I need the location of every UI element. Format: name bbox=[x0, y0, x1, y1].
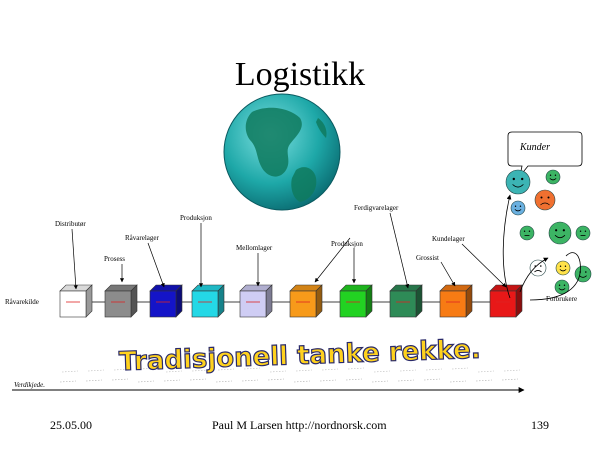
footer-date: 25.05.00 bbox=[50, 418, 92, 432]
dotted-trace bbox=[503, 369, 521, 372]
happy-face-icon bbox=[510, 200, 526, 216]
pointer-arrow bbox=[389, 212, 410, 289]
dotted-trace bbox=[477, 370, 495, 373]
chain-cube bbox=[489, 284, 523, 318]
dotted-trace bbox=[423, 378, 441, 381]
chain-cube bbox=[389, 284, 423, 318]
feedback-arrow-right bbox=[519, 257, 549, 293]
dotted-trace bbox=[451, 367, 469, 370]
chain-cube bbox=[104, 284, 138, 318]
dotted-trace bbox=[111, 378, 129, 381]
dotted-trace bbox=[113, 368, 131, 371]
dotted-trace bbox=[165, 370, 183, 373]
dotted-trace bbox=[347, 367, 365, 370]
dotted-trace bbox=[371, 380, 389, 383]
dotted-trace bbox=[87, 369, 105, 372]
customers-speech-bubble: Kunder bbox=[507, 131, 583, 177]
happy-face-icon bbox=[505, 169, 531, 195]
footer-page: 139 bbox=[531, 418, 549, 432]
dotted-trace bbox=[373, 370, 391, 373]
chain-cube bbox=[191, 284, 225, 318]
dotted-trace bbox=[293, 380, 311, 383]
dotted-trace bbox=[449, 380, 467, 383]
chain-cube bbox=[149, 284, 183, 318]
dotted-trace bbox=[399, 369, 417, 372]
feedback-arrow-up bbox=[502, 194, 512, 299]
dotted-trace bbox=[241, 379, 259, 382]
customer-faces bbox=[505, 169, 592, 295]
happy-face-icon bbox=[548, 221, 572, 245]
label-ravarelager: Råvarelager bbox=[125, 234, 159, 242]
chain-cube bbox=[239, 284, 273, 318]
sad-face-icon bbox=[529, 259, 547, 277]
dotted-trace bbox=[61, 370, 79, 373]
dotted-trace bbox=[397, 379, 415, 382]
dotted-trace bbox=[425, 368, 443, 371]
happy-face-icon bbox=[545, 169, 561, 185]
label-kunder: Kunder bbox=[519, 142, 550, 153]
label-produksjon-top: Produksjon bbox=[180, 214, 212, 222]
pointer-arrow bbox=[314, 237, 351, 283]
chain-cube bbox=[439, 284, 473, 318]
dotted-trace bbox=[139, 367, 157, 370]
label-grossist: Grossist bbox=[416, 254, 439, 262]
pointer-arrow bbox=[71, 228, 78, 290]
label-mellomlager: Mellomlager bbox=[236, 244, 273, 252]
banner-text: Tradisjonell tanke rekke. bbox=[119, 335, 481, 378]
label-produksjon-mid: Produksjon bbox=[331, 240, 363, 248]
label-pointers bbox=[71, 212, 507, 290]
consumer-loop-arrow bbox=[529, 252, 581, 301]
globe-icon bbox=[223, 93, 341, 211]
chain-cube bbox=[59, 284, 93, 318]
chain-cube bbox=[339, 284, 373, 318]
label-forbrukere: Forbrukere bbox=[546, 295, 577, 303]
dotted-trace bbox=[59, 380, 77, 383]
dotted-trace bbox=[269, 370, 287, 373]
label-ferdigvarelager: Ferdigvarelager bbox=[354, 204, 399, 212]
dotted-trace bbox=[215, 380, 233, 383]
dotted-trace bbox=[475, 379, 493, 382]
chain-cubes bbox=[59, 284, 523, 318]
dotted-trace bbox=[191, 369, 209, 372]
dotted-trace bbox=[243, 367, 261, 370]
dotted-trace bbox=[189, 378, 207, 381]
happy-face-icon bbox=[555, 260, 571, 276]
chain-cube bbox=[289, 284, 323, 318]
dotted-trace bbox=[137, 380, 155, 383]
neutral-face-icon bbox=[575, 225, 591, 241]
label-kundelager: Kundelager bbox=[432, 235, 465, 243]
label-ravarekilde: Råvarekilde bbox=[5, 298, 39, 306]
dotted-trace bbox=[295, 369, 313, 372]
dotted-trace bbox=[501, 378, 519, 381]
pointer-arrow bbox=[147, 242, 165, 288]
label-verdikjede: Verdikjede. bbox=[14, 381, 45, 389]
label-prosess: Prosess bbox=[104, 255, 125, 263]
pointer-arrow bbox=[461, 243, 507, 288]
happy-face-icon bbox=[554, 279, 570, 295]
happy-face-icon bbox=[574, 265, 592, 283]
pointer-arrow bbox=[440, 261, 456, 287]
dotted-traces bbox=[59, 367, 521, 383]
banner-wordart: Tradisjonell tanke rekke. bbox=[118, 334, 482, 378]
dotted-trace bbox=[163, 379, 181, 382]
dotted-trace bbox=[321, 368, 339, 371]
dotted-trace bbox=[319, 379, 337, 382]
footer-author: Paul M Larsen http://nordnorsk.com bbox=[212, 418, 387, 432]
slide-title: Logistikk bbox=[234, 56, 366, 93]
dotted-trace bbox=[267, 378, 285, 381]
label-distributor: Distributør bbox=[55, 220, 86, 228]
neutral-face-icon bbox=[519, 225, 535, 241]
sad-face-icon bbox=[534, 189, 556, 211]
dotted-trace bbox=[345, 378, 363, 381]
dotted-trace bbox=[217, 368, 235, 371]
dotted-trace bbox=[85, 379, 103, 382]
